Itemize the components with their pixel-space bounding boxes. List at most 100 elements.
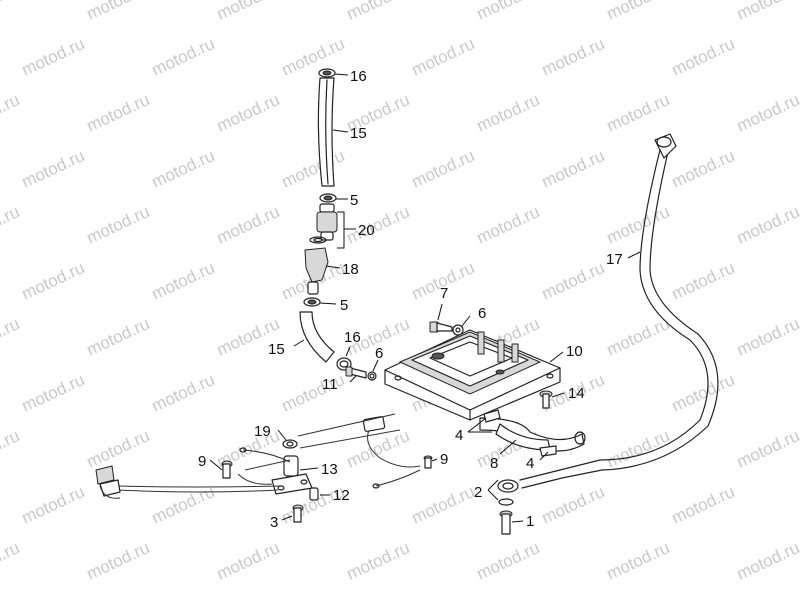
watermark-text: motod.ru bbox=[0, 202, 22, 248]
callout-9-left: 9 bbox=[198, 453, 206, 470]
watermark-text: motod.ru bbox=[409, 34, 478, 80]
watermark-text: motod.ru bbox=[279, 146, 348, 192]
bolt-3 bbox=[292, 504, 304, 523]
watermark-text: motod.ru bbox=[474, 0, 543, 24]
watermark-text: motod.ru bbox=[669, 146, 738, 192]
control-unit-10 bbox=[384, 329, 561, 421]
watermark-text: motod.ru bbox=[0, 538, 22, 584]
watermark-text: motod.ru bbox=[84, 0, 153, 24]
callout-14: 14 bbox=[568, 385, 585, 402]
watermark-text: motod.ru bbox=[734, 202, 800, 248]
watermark-text: motod.ru bbox=[604, 90, 673, 136]
bracket-4-left bbox=[483, 409, 501, 423]
callouts: 16 15 5 20 18 5 15 7 6 16 6 11 10 14 17 … bbox=[198, 68, 623, 531]
fitting-18 bbox=[304, 247, 329, 295]
watermark-text: motod.ru bbox=[604, 538, 673, 584]
watermark-text: motod.ru bbox=[734, 426, 800, 472]
bolt-9-right bbox=[423, 455, 433, 469]
watermark-text: motod.ru bbox=[669, 370, 738, 416]
watermark-text: motod.ru bbox=[539, 34, 608, 80]
watermark-text: motod.ru bbox=[734, 0, 800, 24]
callout-17: 17 bbox=[606, 251, 623, 268]
callout-15-lower: 15 bbox=[268, 341, 285, 358]
leader-lines bbox=[209, 73, 641, 523]
watermark-text: motod.ru bbox=[474, 90, 543, 136]
watermark-text: motod.ru bbox=[19, 258, 88, 304]
callout-19: 19 bbox=[254, 423, 271, 440]
watermark-text: motod.ru bbox=[19, 146, 88, 192]
banjo-2 bbox=[497, 479, 519, 506]
watermark-text: motod.ru bbox=[149, 482, 218, 528]
callout-5-upper: 5 bbox=[350, 192, 358, 209]
callout-4-lower: 4 bbox=[526, 455, 534, 472]
callout-1: 1 bbox=[526, 513, 534, 530]
watermark-text: motod.ru bbox=[669, 34, 738, 80]
watermark-text: motod.ru bbox=[149, 258, 218, 304]
watermark-layer: motod.ru motod.ru motod.ru motod.ru motod.ru… bbox=[0, 0, 800, 584]
watermark-text: motod.ru bbox=[539, 258, 608, 304]
watermark-text: motod.ru bbox=[19, 370, 88, 416]
callout-5-lower: 5 bbox=[340, 297, 348, 314]
washer-19 bbox=[282, 439, 298, 449]
watermark-text: motod.ru bbox=[149, 146, 218, 192]
assembly-lines bbox=[244, 413, 401, 471]
callout-20: 20 bbox=[358, 222, 375, 239]
callout-16-top: 16 bbox=[350, 68, 367, 85]
callout-9-right: 9 bbox=[440, 451, 448, 468]
watermark-text: motod.ru bbox=[84, 90, 153, 136]
watermark-text: motod.ru bbox=[84, 426, 153, 472]
watermark-text: motod.ru bbox=[344, 0, 413, 24]
watermark-text: motod.ru bbox=[84, 202, 153, 248]
bolt-9-left bbox=[221, 460, 233, 479]
watermark-text: motod.ru bbox=[669, 258, 738, 304]
watermark-text: motod.ru bbox=[344, 538, 413, 584]
watermark-text: motod.ru bbox=[84, 538, 153, 584]
watermark-text: motod.ru bbox=[214, 538, 283, 584]
callout-7: 7 bbox=[440, 285, 448, 302]
callout-3: 3 bbox=[270, 514, 278, 531]
sensor-13 bbox=[271, 455, 313, 495]
valve-20 bbox=[309, 203, 338, 244]
hose-15-upper bbox=[317, 77, 335, 187]
watermark-text: motod.ru bbox=[149, 370, 218, 416]
watermark-text: motod.ru bbox=[539, 482, 608, 528]
callout-4-left: 4 bbox=[455, 427, 463, 444]
watermark-text: motod.ru bbox=[214, 90, 283, 136]
watermark-text: motod.ru bbox=[214, 202, 283, 248]
watermark-text: motod.ru bbox=[474, 538, 543, 584]
watermark-text: motod.ru bbox=[734, 314, 800, 360]
watermark-text: motod.ru bbox=[214, 0, 283, 24]
watermark-text: motod.ru bbox=[279, 34, 348, 80]
watermark-text: motod.ru bbox=[734, 90, 800, 136]
bracket-4-lower bbox=[539, 445, 557, 457]
watermark-text: motod.ru bbox=[409, 482, 478, 528]
callout-13: 13 bbox=[321, 461, 338, 478]
watermark-text: motod.ru bbox=[19, 34, 88, 80]
clamp-5-upper bbox=[319, 193, 337, 203]
watermark-text: motod.ru bbox=[84, 314, 153, 360]
watermark-text: motod.ru bbox=[539, 146, 608, 192]
watermark-text: motod.ru bbox=[604, 202, 673, 248]
callout-11: 11 bbox=[322, 376, 338, 393]
callout-16-middle: 16 bbox=[344, 329, 361, 346]
callout-10: 10 bbox=[566, 343, 583, 360]
bolt-7 bbox=[429, 321, 453, 333]
callout-12: 12 bbox=[333, 487, 350, 504]
hose-17 bbox=[519, 133, 719, 489]
clamp-16-top bbox=[318, 68, 336, 78]
wiring-harness bbox=[95, 416, 421, 499]
bolt-1 bbox=[499, 510, 513, 535]
watermark-text: motod.ru bbox=[0, 314, 22, 360]
watermark-text: motod.ru bbox=[0, 426, 22, 472]
watermark-text: motod.ru bbox=[669, 482, 738, 528]
callout-6-middle: 6 bbox=[375, 345, 383, 362]
callout-18: 18 bbox=[342, 261, 359, 278]
watermark-text: motod.ru bbox=[604, 314, 673, 360]
watermark-text: motod.ru bbox=[734, 538, 800, 584]
callout-6-top: 6 bbox=[478, 305, 486, 322]
watermark-text: motod.ru bbox=[604, 0, 673, 24]
watermark-text: motod.ru bbox=[19, 482, 88, 528]
watermark-text: motod.ru bbox=[474, 202, 543, 248]
callout-2: 2 bbox=[474, 484, 482, 501]
